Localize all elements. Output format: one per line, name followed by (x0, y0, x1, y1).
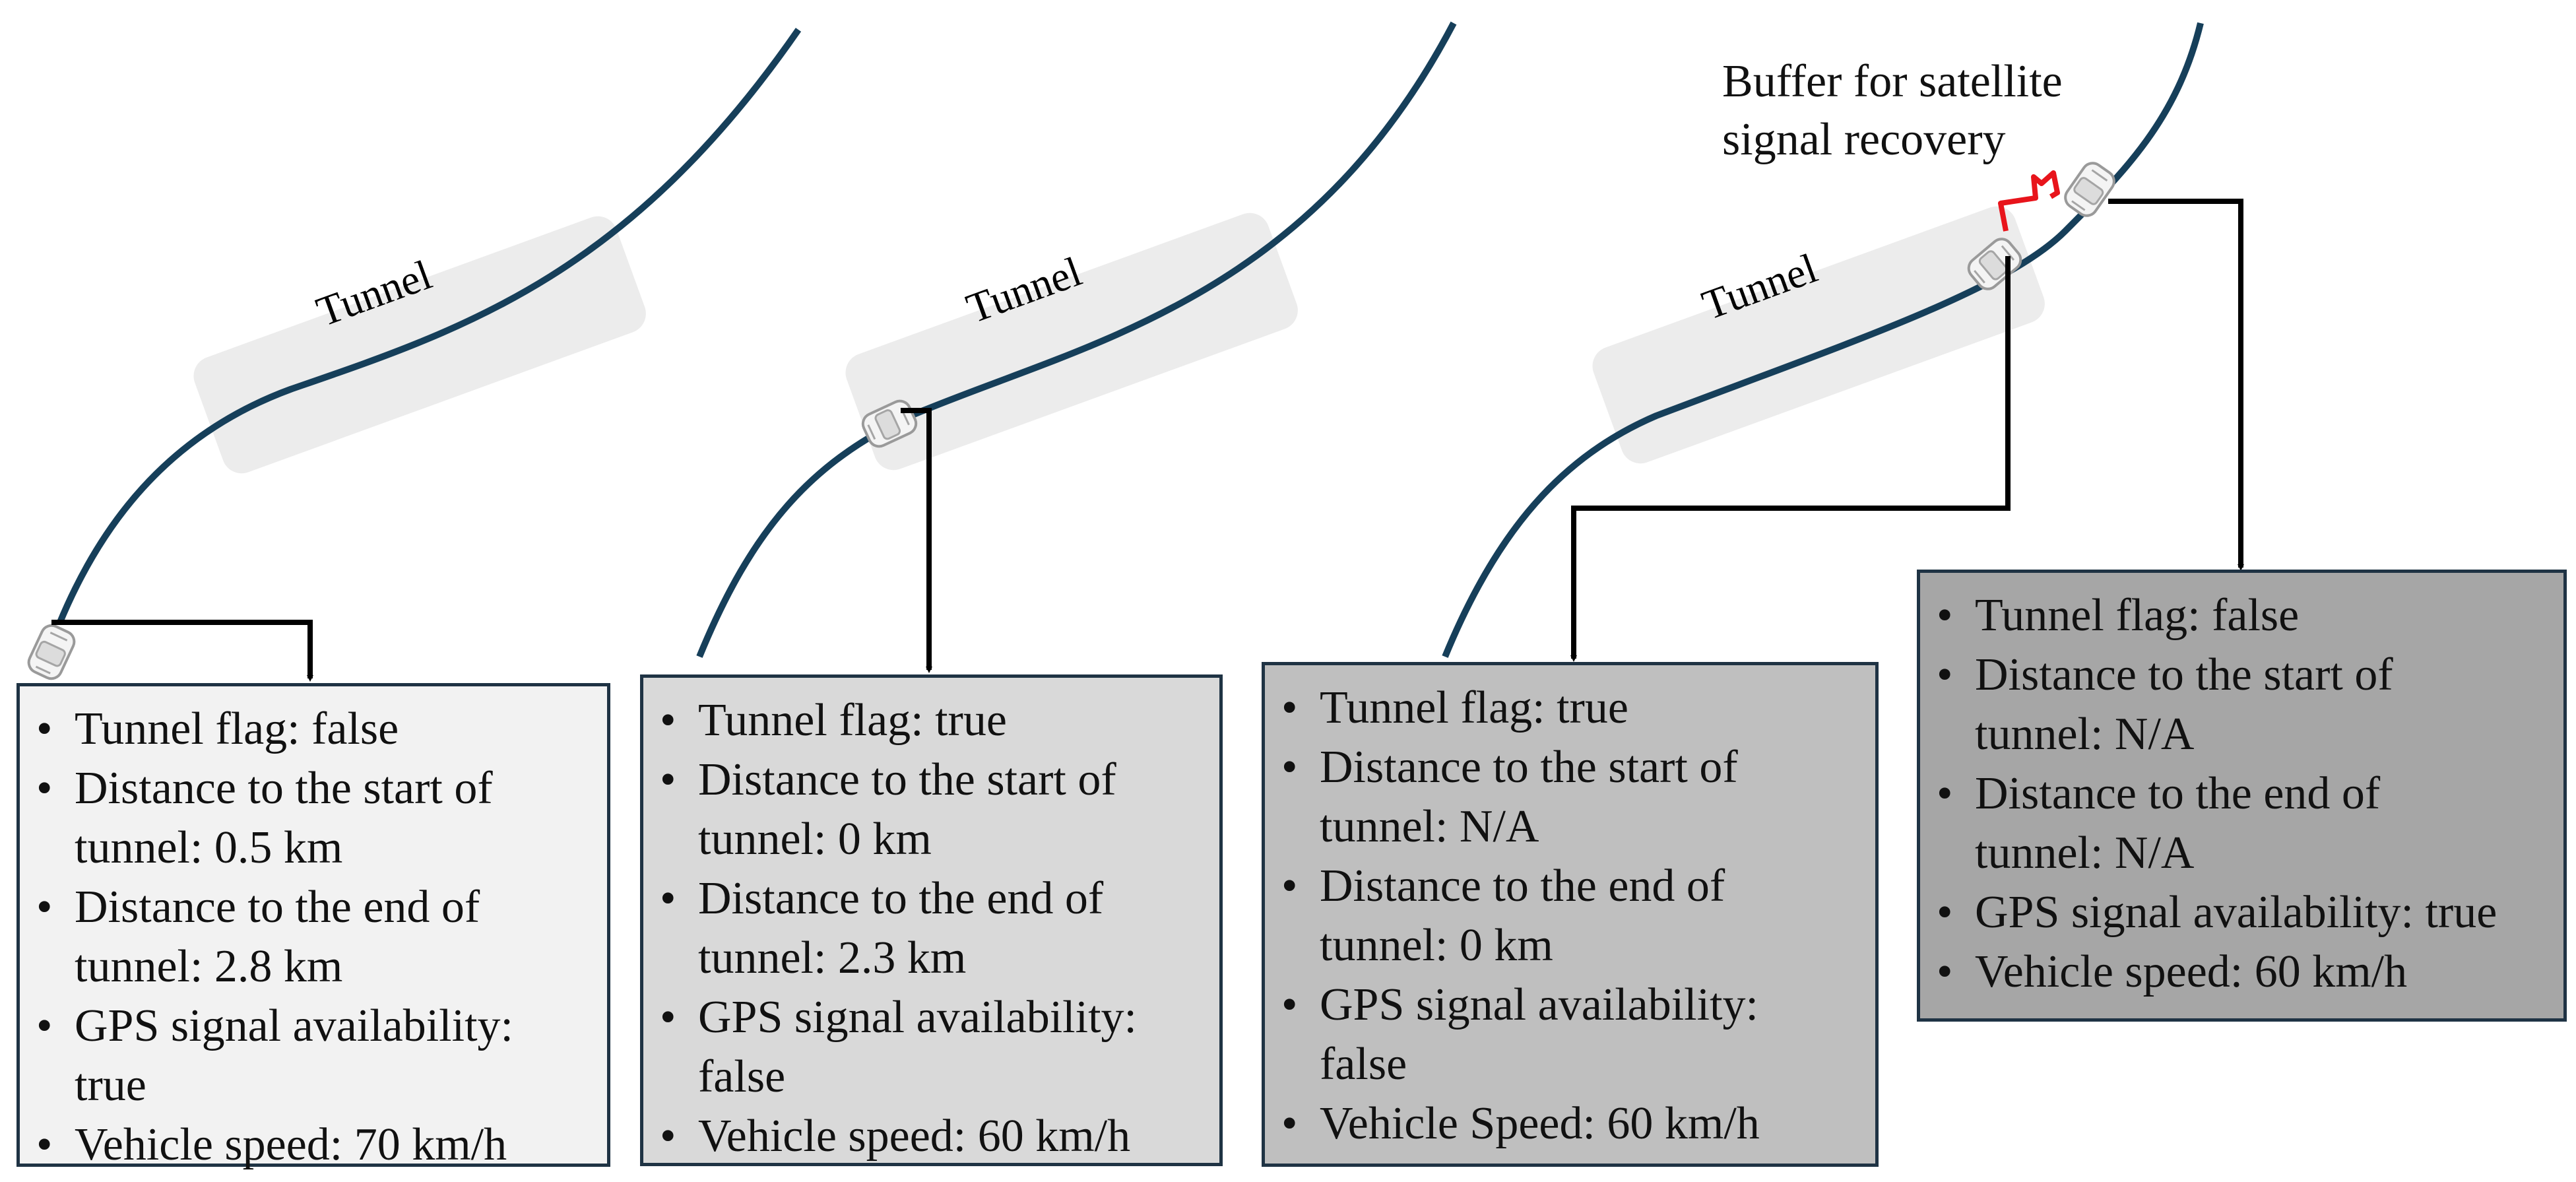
item-text: tunnel: N/A (1975, 709, 2195, 760)
info-box-4: Tunnel flag: false Distance to the start… (1917, 570, 2567, 1022)
item-text: Vehicle speed: 70 km/h (75, 1119, 507, 1170)
item-text: false (1320, 1039, 1407, 1090)
item-text: Vehicle speed: 60 km/h (698, 1111, 1131, 1162)
list-item-speed: Vehicle speed: 60 km/h (660, 1107, 1211, 1166)
road-curve (696, 21, 1457, 658)
item-text: GPS signal availability: (1320, 979, 1758, 1030)
info-box-1: Tunnel flag: false Distance to the start… (16, 683, 610, 1175)
tunnel-area (845, 213, 1298, 471)
list-item-gps: GPS signal availability: false (1281, 975, 1867, 1094)
list-item-distance-end: Distance to the end of tunnel: 0 km (1281, 857, 1867, 975)
list-item-tunnel-flag: Tunnel flag: false (1937, 586, 2556, 645)
buffer-annotation: Buffer for satellite signal recovery (1722, 53, 2063, 169)
item-text: Vehicle speed: 60 km/h (1975, 946, 2408, 997)
list-item-gps: GPS signal availability: true (1937, 883, 2556, 942)
list-item-gps: GPS signal availability: true (36, 997, 599, 1115)
list-item-tunnel-flag: Tunnel flag: false (36, 700, 599, 759)
list-item-speed: Vehicle speed: 60 km/h (1937, 942, 2556, 1002)
list-item-distance-end: Distance to the end of tunnel: N/A (1937, 764, 2556, 883)
list-item-tunnel-flag: Tunnel flag: true (660, 691, 1211, 750)
list-item-distance-start: Distance to the start of tunnel: N/A (1937, 645, 2556, 764)
item-text: Tunnel flag: false (1975, 590, 2300, 641)
item-text: Distance to the start of (1975, 649, 2393, 700)
scene-3: Tunnel (1442, 22, 2244, 662)
item-text: tunnel: 0 km (1320, 920, 1553, 971)
road-curve (56, 28, 802, 625)
buffer-annotation-line-1: Buffer for satellite (1722, 56, 2063, 107)
item-text: false (698, 1051, 786, 1102)
item-text: tunnel: 2.3 km (698, 933, 967, 983)
list-item-tunnel-flag: Tunnel flag: true (1281, 678, 1867, 738)
item-text: GPS signal availability: (698, 992, 1137, 1043)
list-item-speed: Vehicle speed: 70 km/h (36, 1115, 599, 1175)
item-text: Tunnel flag: false (75, 704, 399, 754)
car-icon (2059, 157, 2120, 222)
scene-1: Tunnel (24, 28, 802, 684)
item-text: tunnel: 0 km (698, 814, 932, 865)
item-text: Tunnel flag: true (1320, 682, 1628, 733)
item-text: tunnel: 2.8 km (75, 941, 343, 992)
item-text: Distance to the end of (1320, 861, 1725, 911)
item-text: GPS signal availability: true (1975, 887, 2497, 938)
buffer-annotation-line-2: signal recovery (1722, 114, 2006, 165)
list-item-speed: Vehicle Speed: 60 km/h (1281, 1094, 1867, 1154)
buffer-bracket (1998, 170, 2060, 232)
pointer-arrow (901, 408, 932, 673)
item-text: tunnel: 0.5 km (75, 822, 343, 873)
item-text: Tunnel flag: true (698, 695, 1007, 746)
car-icon (24, 620, 79, 684)
item-text: tunnel: N/A (1975, 828, 2195, 878)
item-text: true (75, 1060, 146, 1111)
tunnel-area (1592, 206, 2045, 464)
pointer-arrow (51, 620, 313, 682)
item-text: GPS signal availability: (75, 1001, 513, 1051)
list-item-distance-start: Distance to the start of tunnel: N/A (1281, 738, 1867, 857)
item-text: Distance to the start of (1320, 742, 1738, 793)
item-text: Vehicle Speed: 60 km/h (1320, 1098, 1760, 1149)
list-item-distance-end: Distance to the end of tunnel: 2.3 km (660, 869, 1211, 988)
scene-2: Tunnel (696, 21, 1457, 673)
list-item-distance-end: Distance to the end of tunnel: 2.8 km (36, 878, 599, 997)
road-curve (1442, 22, 2204, 658)
list-item-distance-start: Distance to the start of tunnel: 0.5 km (36, 759, 599, 878)
item-text: Distance to the start of (698, 754, 1116, 805)
item-text: Distance to the end of (698, 873, 1104, 924)
info-box-2: Tunnel flag: true Distance to the start … (640, 674, 1223, 1166)
info-box-3: Tunnel flag: true Distance to the start … (1262, 662, 1879, 1167)
item-text: Distance to the end of (1975, 768, 2381, 819)
pointer-arrow (2108, 199, 2244, 571)
item-text: tunnel: N/A (1320, 801, 1539, 852)
list-item-distance-start: Distance to the start of tunnel: 0 km (660, 750, 1211, 869)
item-text: Distance to the end of (75, 882, 480, 933)
pointer-arrow (1570, 256, 2011, 662)
list-item-gps: GPS signal availability: false (660, 988, 1211, 1107)
item-text: Distance to the start of (75, 763, 493, 814)
